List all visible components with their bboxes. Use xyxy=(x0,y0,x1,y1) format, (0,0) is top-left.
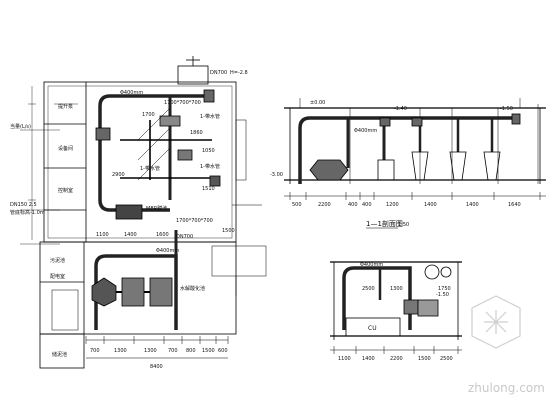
section1-pump-box xyxy=(377,159,395,181)
section1-title: 1—1剖面图 xyxy=(366,219,403,228)
plan-valve-a xyxy=(95,127,111,141)
plan-inner-wall xyxy=(47,85,233,239)
plan-unit-2 xyxy=(121,277,145,307)
section2-dim-2: 2200 xyxy=(390,356,403,362)
section2-blower xyxy=(417,299,439,317)
section1-dim-pipe: Φ400mm xyxy=(354,128,377,134)
section1-elev-top: ±0.00 xyxy=(310,100,325,106)
plan-dim-0: 700 xyxy=(90,348,100,354)
section1-cone-3 xyxy=(483,151,501,181)
plan-num-1700: 1700 xyxy=(142,112,155,118)
plan-note-1: DN150 2.5 xyxy=(10,202,37,208)
plan-num-1050: 1050 xyxy=(202,148,215,154)
section2-cu-label: CU xyxy=(368,325,377,332)
plan-label-mbr: MBR膜池 xyxy=(146,205,167,212)
plan-duct-top xyxy=(98,94,208,140)
plan-label-sludge: 污泥池 xyxy=(50,257,65,264)
section1-dim-5: 1400 xyxy=(424,202,437,208)
section2-dim-top-0: 2500 xyxy=(362,286,375,292)
section1-dim-0: 500 xyxy=(292,202,302,208)
plan-dim-pipe-a: Φ400mm xyxy=(120,90,143,96)
plan-label-sludge2: 储泥池 xyxy=(52,351,67,358)
section2-dim-pipe: Φ400mm xyxy=(360,262,383,268)
section2-dim-0: 1100 xyxy=(338,356,351,362)
plan-total-bottom: 8400 xyxy=(150,364,163,370)
section1-cone-2 xyxy=(449,151,467,181)
section2-elev: -1.50 xyxy=(436,292,449,298)
section1-dim-1: 2200 xyxy=(318,202,331,208)
plan-duct-left xyxy=(98,140,170,212)
plan-label-dev: 设备间 xyxy=(58,145,73,152)
plan-dn-mid: DN700 xyxy=(176,234,193,240)
plan-num-1100: 1100 xyxy=(96,232,109,238)
plan-dim-6: 600 xyxy=(218,348,228,354)
plan-dn-top: DN700 xyxy=(210,70,227,76)
plan-duct-a: 1700*700*700 xyxy=(164,100,201,106)
plan-note-0: 当量(L/s) xyxy=(10,123,31,130)
plan-unit-3 xyxy=(149,277,173,307)
plan-duct-b: 1700*700*700 xyxy=(176,218,213,224)
section1-main-duct xyxy=(298,116,520,184)
section2-dim-3: 1500 xyxy=(418,356,431,362)
section1-elev-right: -1.50 xyxy=(500,106,513,112)
plan-num-1500: 1500 xyxy=(222,228,235,234)
section2-fan-1 xyxy=(424,264,440,280)
plan-elev-a: 1-带水管 xyxy=(140,165,160,172)
plan-label-pump: 提升泵 xyxy=(58,103,73,110)
section1-cone-1 xyxy=(411,151,429,181)
plan-label-room: 控制室 xyxy=(58,187,73,194)
plan-valve-b xyxy=(203,89,215,103)
plan-label-tank: 水解酸化池 xyxy=(180,285,205,292)
plan-fan-unit xyxy=(115,204,143,220)
section1-elev-mid: -1.40 xyxy=(394,106,407,112)
plan-top-shaft xyxy=(177,65,209,85)
section1-dim-7: 1640 xyxy=(508,202,521,208)
plan-dn-top-elev: H=-2.8 xyxy=(230,70,248,76)
plan-num-1510: 1510 xyxy=(202,186,215,192)
plan-num-1600: 1600 xyxy=(156,232,169,238)
plan-duct-loop xyxy=(94,254,178,330)
section1-elev-left: -3.00 xyxy=(270,172,283,178)
section2-fan-2 xyxy=(440,266,452,278)
section1-dim-2: 400 xyxy=(348,202,358,208)
plan-num-2900: 2900 xyxy=(112,172,125,178)
plan-dim-3: 700 xyxy=(168,348,178,354)
section1-scrubber xyxy=(309,159,349,181)
plan-dim-5: 1500 xyxy=(202,348,215,354)
plan-unit-1 xyxy=(91,277,117,307)
plan-elev-b: 1-带水管 xyxy=(200,163,220,170)
section2-dim-1: 1400 xyxy=(362,356,375,362)
section1-dim-4: 1200 xyxy=(386,202,399,208)
section2-cu-unit xyxy=(345,317,401,337)
watermark-logo xyxy=(471,295,521,349)
watermark-text: zhulong.com xyxy=(468,381,545,395)
plan-num-1860: 1860 xyxy=(190,130,203,136)
plan-sludge-room xyxy=(39,333,85,369)
section2-dim-top-2: 1750 xyxy=(438,286,451,292)
plan-valve-c xyxy=(159,115,181,127)
plan-note-2: 管底标高-1.0m xyxy=(10,209,45,216)
plan-label-ctl: 配电室 xyxy=(50,273,65,280)
section1-dim-3: 400 xyxy=(362,202,372,208)
plan-dim-pipe-b: Φ400mm xyxy=(156,248,179,254)
section2-dim-4: 2500 xyxy=(440,356,453,362)
section2-dim-top-1: 1300 xyxy=(390,286,403,292)
plan-dim-1: 1300 xyxy=(114,348,127,354)
plan-dim-4: 800 xyxy=(186,348,196,354)
section1-scale: 1:50 xyxy=(398,222,409,228)
plan-elev-c: 1-带水管 xyxy=(200,113,220,120)
section1-dim-6: 1400 xyxy=(466,202,479,208)
plan-dim-2: 1300 xyxy=(144,348,157,354)
section2-duct xyxy=(342,266,412,330)
plan-num-1400: 1400 xyxy=(124,232,137,238)
